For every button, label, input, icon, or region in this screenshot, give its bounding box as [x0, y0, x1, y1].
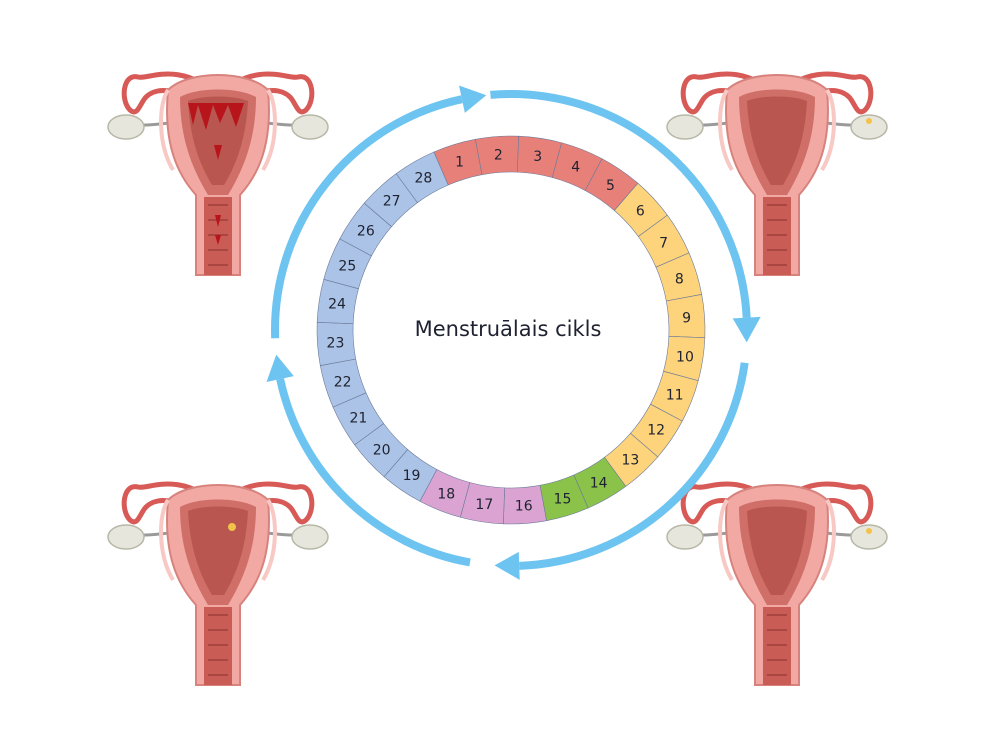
day-label-14: 14 — [590, 476, 608, 492]
day-label-21: 21 — [349, 411, 367, 427]
uterus-illustration-bottom-left — [108, 484, 328, 685]
day-label-8: 8 — [675, 272, 684, 288]
uterus-illustration-bottom-right — [667, 484, 887, 685]
day-label-12: 12 — [647, 423, 665, 439]
day-label-17: 17 — [475, 497, 493, 513]
uterus-illustration-top-right — [667, 74, 887, 275]
day-label-7: 7 — [659, 235, 668, 251]
follicle-egg — [866, 118, 872, 124]
day-label-5: 5 — [606, 178, 615, 194]
day-label-11: 11 — [666, 388, 684, 404]
cycle-arrows — [266, 85, 761, 580]
cycle-arrow-arc-1 — [271, 95, 463, 339]
day-label-23: 23 — [327, 336, 345, 352]
diagram-title: Menstruālais cikls — [415, 317, 602, 341]
day-label-20: 20 — [373, 442, 391, 458]
cycle-arrow-arc-4 — [276, 378, 471, 567]
cycle-arrowhead-4 — [266, 354, 294, 382]
day-label-16: 16 — [515, 499, 533, 515]
cycle-arrowhead-3 — [494, 551, 520, 580]
day-label-24: 24 — [328, 296, 346, 312]
uterus-illustration-top-left — [108, 74, 328, 275]
day-label-4: 4 — [571, 159, 580, 175]
cycle-arrowhead-1 — [459, 85, 487, 113]
day-label-9: 9 — [682, 310, 691, 326]
cycle-arrow-arc-2 — [490, 90, 751, 318]
day-label-13: 13 — [621, 452, 639, 468]
day-label-2: 2 — [494, 147, 503, 163]
day-segment-28 — [395, 151, 449, 204]
cycle-arrow-arc-3 — [519, 362, 749, 570]
day-label-15: 15 — [554, 491, 572, 507]
day-label-10: 10 — [676, 350, 694, 366]
follicle-egg — [866, 528, 872, 534]
day-label-1: 1 — [455, 155, 464, 171]
day-label-18: 18 — [437, 487, 455, 503]
day-label-19: 19 — [403, 468, 421, 484]
day-label-27: 27 — [383, 194, 401, 210]
day-label-25: 25 — [338, 258, 356, 274]
day-label-22: 22 — [334, 374, 352, 390]
day-label-26: 26 — [357, 223, 375, 239]
day-label-28: 28 — [414, 170, 432, 186]
egg-in-uterus — [228, 523, 236, 531]
day-label-6: 6 — [636, 204, 645, 220]
day-label-3: 3 — [533, 149, 542, 165]
cycle-arrowhead-2 — [732, 316, 761, 343]
bleeding-drops — [188, 103, 244, 245]
